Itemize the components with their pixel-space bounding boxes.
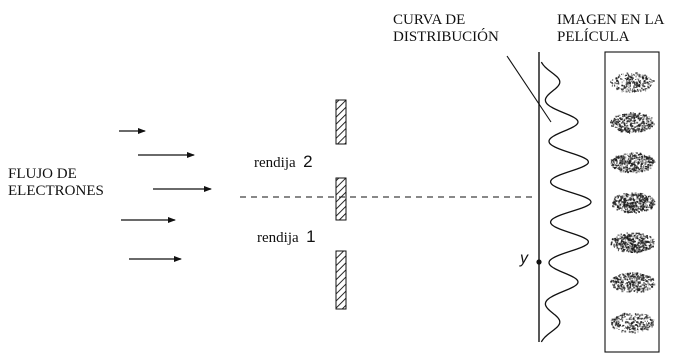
film-fringe (610, 312, 655, 334)
slit-1-word: rendija (257, 230, 299, 246)
film-fringe (610, 232, 655, 254)
film-image-label: IMAGEN EN LA PELÍCULA (557, 12, 665, 45)
film-fringe (610, 112, 655, 134)
film-fringe (610, 72, 655, 93)
barrier-bottom (335, 250, 347, 310)
film-fringe (610, 272, 656, 294)
barrier-top (335, 99, 347, 145)
electron-flux-label: FLUJO DE ELECTRONES (8, 166, 104, 199)
barrier-middle (335, 177, 347, 221)
distribution-curve-label: CURVA DE DISTRIBUCIÓN (393, 12, 499, 45)
slit-1-label: rendija 1 (257, 227, 316, 247)
film-fringe (610, 152, 656, 174)
slit-barrier (335, 99, 347, 310)
slit-2-number: 2 (303, 152, 313, 171)
film-fringe (612, 192, 656, 214)
label-pointer-line (506, 55, 552, 123)
electron-arrows (119, 128, 212, 262)
y-point-label: y (520, 250, 528, 267)
film-fringes (610, 72, 656, 334)
slit-1-number: 1 (306, 227, 316, 246)
slit-2-word: rendija (254, 155, 296, 171)
y-point-marker (536, 259, 542, 265)
distribution-curve (540, 61, 592, 343)
slit-2-label: rendija 2 (254, 152, 313, 172)
